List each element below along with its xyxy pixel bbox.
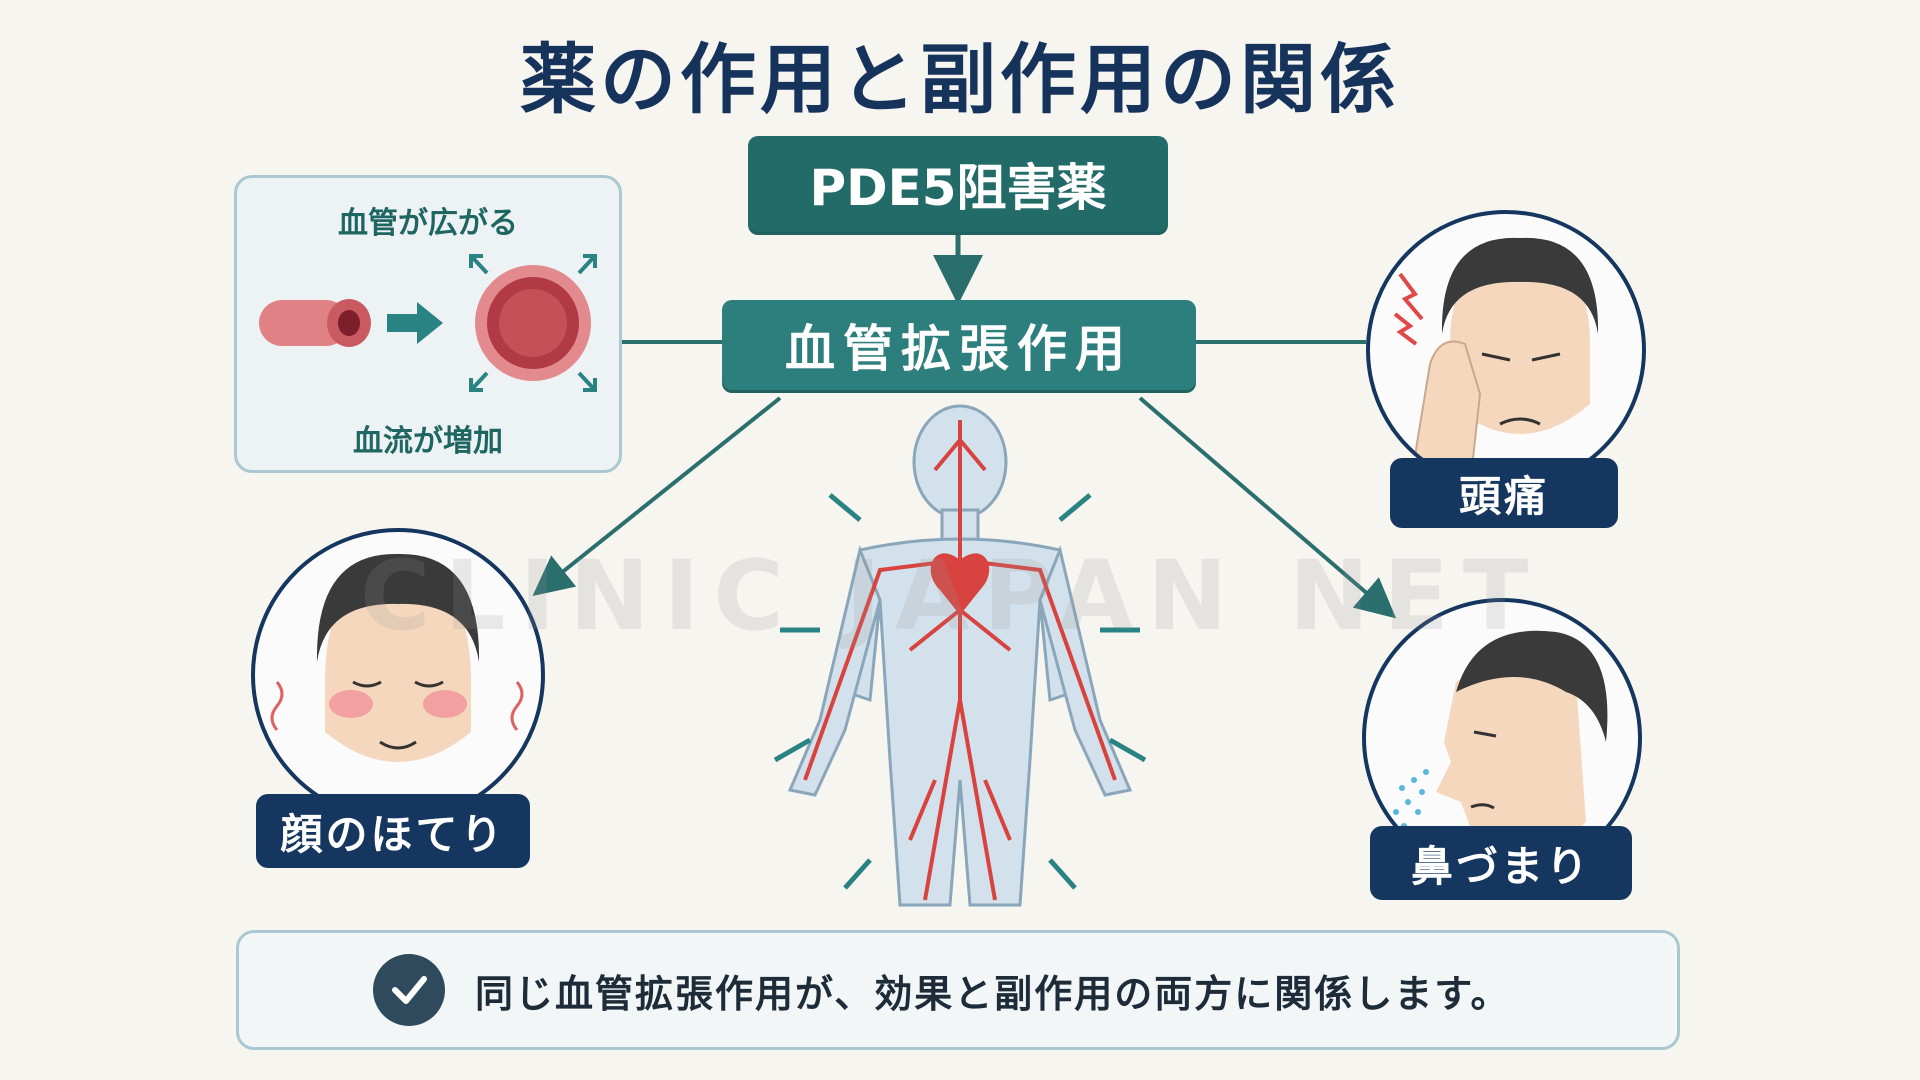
- expansion-arrows-icon: [469, 254, 597, 392]
- artery-network: [803, 420, 1117, 901]
- nasal-arrow: [1138, 396, 1397, 619]
- pain-spark-icon: [1398, 272, 1424, 321]
- effect-box: 血管拡張作用: [722, 300, 1196, 390]
- heart-icon: [930, 553, 990, 615]
- flush-label: 顔のほてり: [256, 794, 530, 868]
- summary-note-box: 同じ血管拡張作用が、効果と副作用の両方に関係します。: [236, 930, 1680, 1050]
- right-arrow-icon: [387, 302, 443, 344]
- flushed-face-circle: [251, 528, 545, 822]
- nasal-congestion-face-icon: [1393, 630, 1608, 854]
- flushed-face-icon: [270, 553, 524, 818]
- radiating-arrows-icon: [773, 493, 1147, 890]
- sneeze-spray-icon: [1393, 769, 1429, 829]
- check-icon: [373, 954, 445, 1026]
- headache-label: 頭痛: [1390, 458, 1618, 528]
- blood-flow-label: 血流が増加: [353, 424, 503, 459]
- vessel-illustration: [259, 254, 597, 392]
- headache-face-circle: [1366, 210, 1646, 490]
- flush-arrow: [532, 396, 782, 596]
- torso-shape: [838, 537, 1082, 907]
- right-arm-shape: [1038, 545, 1133, 797]
- body-circulation-illustration: [773, 404, 1147, 907]
- drug-box: PDE5阻害薬: [748, 136, 1168, 232]
- page-title: 薬の作用と副作用の関係: [520, 35, 1400, 124]
- vessel-widen-label: 血管が広がる: [338, 206, 518, 241]
- left-arm-shape: [787, 545, 882, 797]
- vessel-detail-panel: 血管が広がる 血流が増加: [234, 175, 622, 473]
- watermark: CLINIC JAPAN NET: [360, 540, 1543, 652]
- nasal-label: 鼻づまり: [1370, 826, 1632, 900]
- summary-note-text: 同じ血管拡張作用が、効果と副作用の両方に関係します。: [475, 971, 1511, 1016]
- headache-face-icon: [1393, 237, 1599, 486]
- narrow-vessel-icon: [259, 300, 349, 346]
